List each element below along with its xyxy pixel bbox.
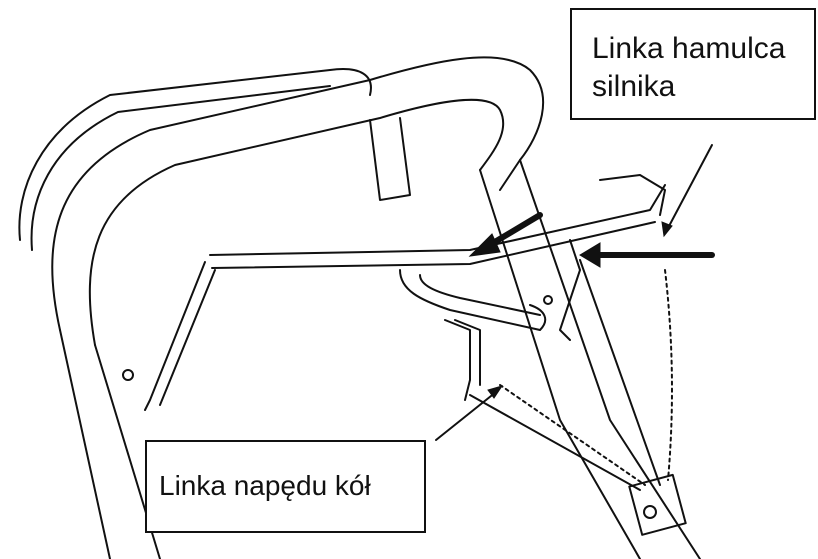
- left-rod-b: [159, 269, 216, 406]
- clamp-bolt: [643, 505, 657, 519]
- drive-cable-label: Linka napędu kół: [145, 440, 426, 533]
- center-bracket: [399, 269, 547, 331]
- center-bracket-2: [419, 274, 541, 316]
- brake-cable-solid: [579, 259, 661, 486]
- bail-lever-outer: [18, 68, 372, 241]
- brake-cable-label: Linka hamulca silnika: [570, 8, 816, 120]
- lever-arm: [444, 319, 471, 401]
- drive-cable-dotted: [499, 384, 646, 486]
- arrow-head-bail: [468, 233, 501, 257]
- brake-cable-dotted: [664, 269, 673, 481]
- arrow-shaft-bail: [485, 212, 543, 249]
- drive-bail-outer: [209, 184, 666, 256]
- pivot-bolt-right: [543, 295, 553, 305]
- brake-cable-label-line1: Linka hamulca: [592, 32, 786, 65]
- pivot-bolt-left: [122, 369, 134, 381]
- lower-clamp: [628, 473, 687, 536]
- left-clip: [369, 117, 411, 201]
- pointer-line-brake: [667, 144, 713, 229]
- upper-handle-outer: [51, 56, 545, 331]
- pointer-head-drive: [487, 385, 504, 399]
- right-tube-a: [479, 169, 641, 559]
- drive-cable-label-text: Linka napędu kół: [159, 470, 371, 501]
- upper-handle-inner: [88, 98, 505, 346]
- pointer-line-drive: [435, 391, 497, 441]
- bail-lever-inner: [30, 85, 331, 251]
- lever-arm-2: [454, 319, 481, 386]
- drive-bail-inner: [211, 221, 656, 269]
- left-tube-a: [59, 329, 111, 559]
- brake-cable-label-line2: silnika: [592, 70, 676, 103]
- drive-bail-end: [599, 174, 666, 216]
- left-rod-a: [144, 261, 206, 411]
- drive-cable-solid: [469, 394, 641, 491]
- pointer-head-brake: [661, 221, 673, 238]
- arrow-head-brake: [579, 242, 601, 268]
- right-bracket: [559, 239, 581, 341]
